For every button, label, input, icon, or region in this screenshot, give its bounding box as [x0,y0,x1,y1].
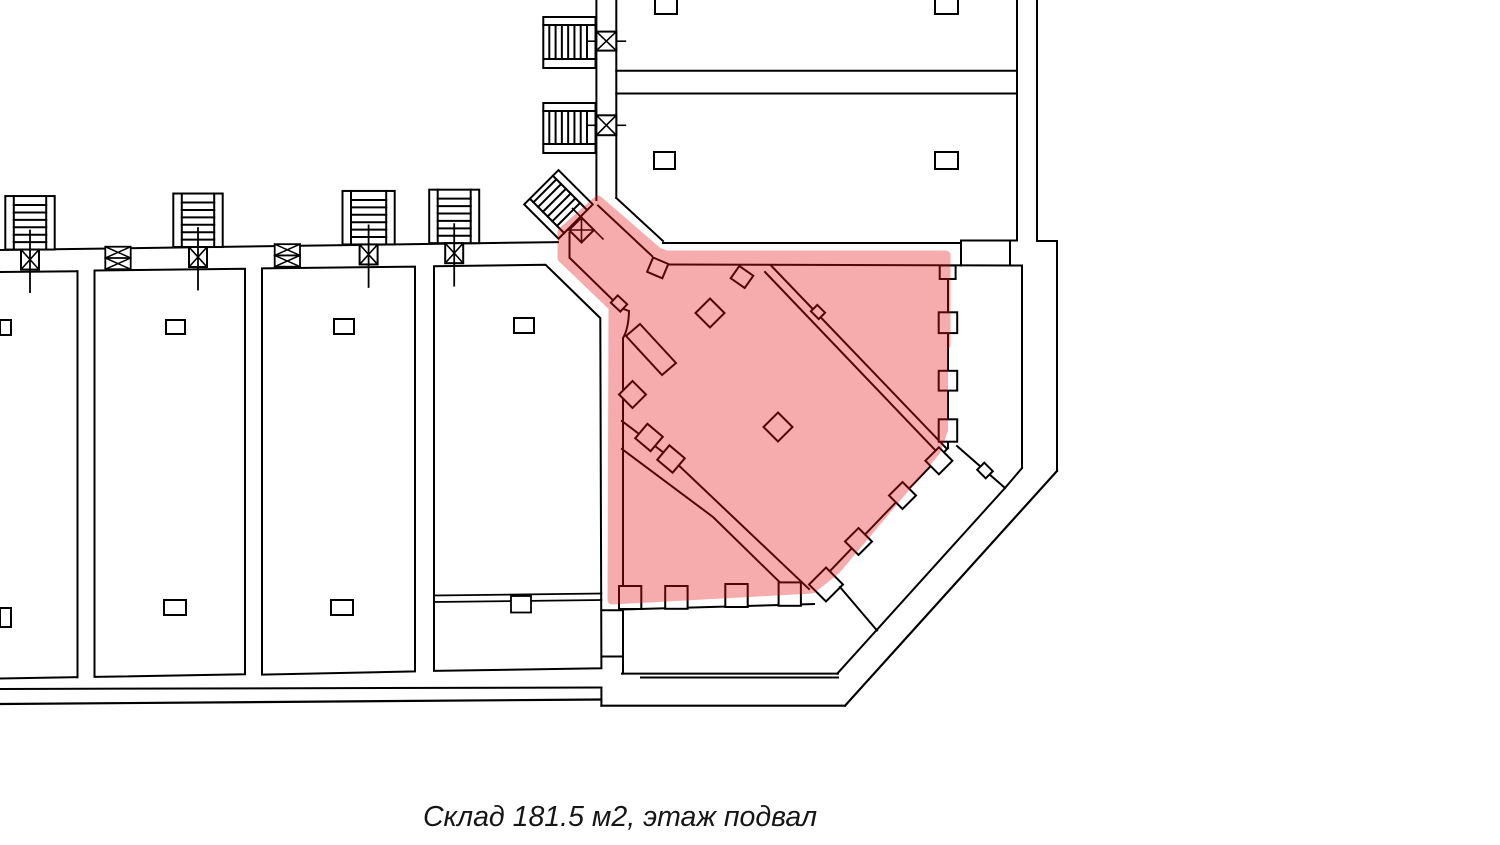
notch [510,595,532,614]
outer-wall [0,698,603,706]
door-tick [975,461,995,480]
wall [0,686,603,691]
column-square [934,151,959,170]
upper-rooms [542,0,1058,472]
wall [614,196,665,243]
entry-stair [522,168,605,244]
column-square [937,369,959,392]
wall [620,447,802,604]
door-tick [617,379,648,410]
stair-icon [542,16,597,69]
column-square [654,0,678,15]
wall [838,585,879,632]
column-square [664,585,689,610]
stair-icon [4,195,56,251]
wall [1003,466,1024,490]
column-square [330,599,354,616]
stair-icon [542,102,597,154]
outer-wall [843,469,1059,708]
column-square [937,418,959,443]
wall [0,270,79,274]
stair-icon [522,168,595,241]
column-diamond [843,526,874,557]
wall [433,263,603,672]
column-square [938,264,957,280]
plan-caption: Склад 181.5 м2, этаж подвал [422,801,818,833]
wall [770,264,948,450]
door-tick [655,443,687,475]
door-tick [809,303,827,321]
door-tick [609,293,629,314]
column-square [724,583,749,608]
wall-block [624,322,678,377]
bottom-room [618,466,1024,679]
warehouse-walls [568,196,1007,675]
vent-shaft-xbox [273,243,301,268]
bottom-walls [0,469,1059,708]
column-square [937,311,959,335]
column-square [163,599,187,616]
warehouse-highlight [557,195,951,605]
wall [433,592,603,597]
door-axis [592,228,605,241]
wall [664,263,1024,267]
column-square [165,319,186,335]
shaft-xbox [586,30,627,52]
wall [596,204,654,258]
column-square [934,0,959,15]
column-diamond [694,297,726,329]
wall [0,676,79,680]
column-square [513,317,535,334]
outer-wall [1036,0,1058,472]
corner-diamond [807,566,845,603]
column-diamond [762,411,794,443]
column-square [333,318,355,335]
door-tick [645,256,670,280]
wall [829,446,950,572]
column-diamond [887,480,918,511]
column-square [653,151,676,170]
column-square [777,581,802,607]
wall [93,267,246,678]
wall [835,486,1007,676]
door-axis [571,207,583,219]
wall [261,265,416,676]
left-rooms [0,188,603,680]
door-tick [633,422,665,453]
column-diamond [923,445,954,476]
door-tick [729,264,755,290]
column-square [618,585,643,610]
column-square [0,607,12,628]
right-vestibule [937,264,959,449]
column-square [0,319,12,336]
wall [763,270,938,453]
shaft-xbox [586,114,627,137]
vent-shaft-xbox [104,245,132,271]
